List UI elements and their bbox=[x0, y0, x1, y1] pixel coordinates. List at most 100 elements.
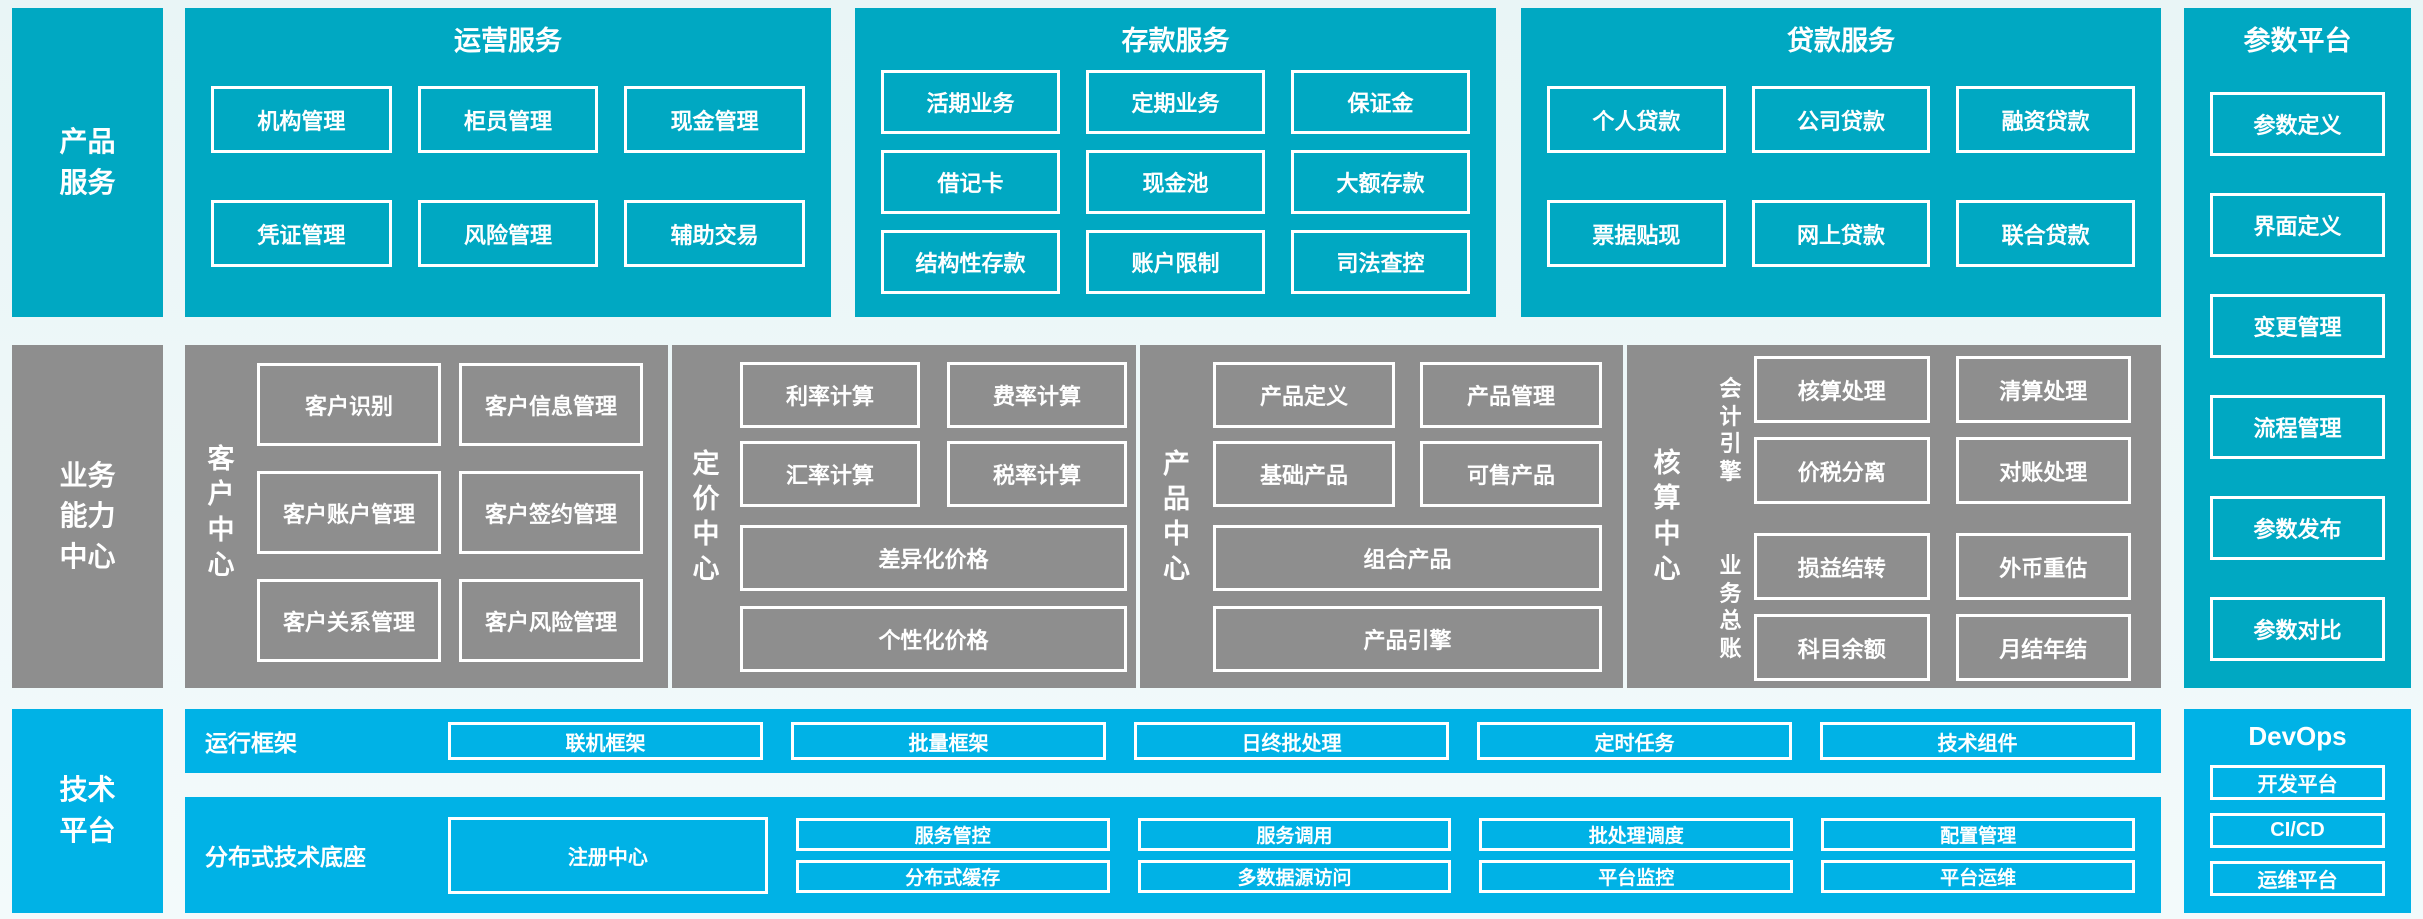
module-cell: 机构管理 bbox=[211, 86, 392, 153]
module-cell: 基础产品 bbox=[1213, 441, 1395, 507]
module-cell: 网上贷款 bbox=[1751, 200, 1931, 267]
module-cell: 借记卡 bbox=[881, 150, 1060, 214]
module-cell: 核算处理 bbox=[1754, 356, 1930, 423]
module-cell: 平台运维 bbox=[1821, 859, 2135, 893]
band-label-line: 业务 bbox=[59, 459, 116, 491]
module-cell: 司法查控 bbox=[1291, 230, 1470, 294]
module-cell: 平台监控 bbox=[1479, 859, 1794, 893]
module-cell: 参数发布 bbox=[2210, 496, 2385, 560]
band-label-line: 服务 bbox=[59, 166, 116, 198]
row-title: 运行框架 bbox=[205, 730, 297, 756]
module-cell: 差异化价格 bbox=[740, 525, 1127, 591]
module-cell: 外币重估 bbox=[1955, 533, 2131, 600]
module-cell: 客户识别 bbox=[257, 363, 441, 446]
module-cell: 价税分离 bbox=[1754, 437, 1930, 504]
module-cell: 客户关系管理 bbox=[257, 579, 441, 662]
module-cell: 运维平台 bbox=[2210, 861, 2385, 896]
module-cell: 界面定义 bbox=[2210, 193, 2385, 257]
block-title: 存款服务 bbox=[1121, 26, 1230, 56]
module-cell: 现金池 bbox=[1086, 150, 1265, 214]
center-vertical-label: 客户中心 bbox=[207, 444, 235, 580]
block-loan-services: 贷款服务 个人贷款 公司贷款 融资贷款 票据贴现 网上贷款 联合贷款 bbox=[1521, 8, 2161, 317]
module-cell: 客户签约管理 bbox=[459, 471, 643, 554]
module-cell: 客户账户管理 bbox=[257, 471, 441, 554]
block-parameter-platform: 参数平台 参数定义 界面定义 变更管理 流程管理 参数发布 参数对比 bbox=[2184, 8, 2411, 688]
band-label-line: 中心 bbox=[59, 540, 116, 572]
band-label-business-capability-center: 业务 能力 中心 bbox=[12, 345, 163, 688]
module-cell: 融资贷款 bbox=[1956, 86, 2135, 153]
row-title: 分布式技术底座 bbox=[205, 844, 366, 870]
module-cell: 大额存款 bbox=[1291, 150, 1470, 214]
module-cell: 参数对比 bbox=[2210, 597, 2385, 661]
module-cell: 损益结转 bbox=[1754, 533, 1930, 600]
block-devops: DevOps 开发平台 CI/CD 运维平台 bbox=[2184, 709, 2411, 913]
module-cell: 柜员管理 bbox=[417, 86, 599, 153]
block-customer-center: 客户中心 客户识别 客户信息管理 客户账户管理 客户签约管理 客户关系管理 客户… bbox=[185, 345, 668, 688]
module-cell: 科目余额 bbox=[1754, 614, 1930, 681]
module-cell: 参数定义 bbox=[2210, 92, 2385, 156]
module-cell: 变更管理 bbox=[2210, 294, 2385, 358]
module-cell: 客户信息管理 bbox=[459, 363, 643, 446]
module-cell: 定期业务 bbox=[1086, 70, 1265, 134]
module-cell: 公司贷款 bbox=[1751, 86, 1931, 153]
module-cell: 利率计算 bbox=[740, 362, 920, 428]
module-cell: 服务调用 bbox=[1137, 817, 1452, 851]
module-cell: 票据贴现 bbox=[1547, 200, 1726, 267]
block-runtime-framework: 运行框架 联机框架 批量框架 日终批处理 定时任务 技术组件 bbox=[185, 709, 2161, 773]
block-title: 贷款服务 bbox=[1787, 26, 1895, 56]
module-cell: 账户限制 bbox=[1086, 230, 1265, 294]
module-cell: 组合产品 bbox=[1213, 525, 1602, 591]
module-cell: 分布式缓存 bbox=[795, 859, 1110, 893]
subgroup-vertical-label: 会计引擎 bbox=[1719, 376, 1742, 484]
module-cell: 可售产品 bbox=[1420, 441, 1602, 507]
module-cell: 风险管理 bbox=[417, 200, 599, 267]
module-cell: 清算处理 bbox=[1955, 356, 2131, 423]
block-pricing-center: 定价中心 利率计算 费率计算 汇率计算 税率计算 差异化价格 个性化价格 bbox=[672, 345, 1136, 688]
module-cell: 产品定义 bbox=[1213, 362, 1395, 428]
center-vertical-label: 核算中心 bbox=[1653, 448, 1681, 584]
band-label-tech-platform: 技术 平台 bbox=[12, 709, 163, 913]
module-cell: 定时任务 bbox=[1477, 722, 1792, 760]
module-cell: 技术组件 bbox=[1820, 722, 2135, 760]
module-cell: CI/CD bbox=[2210, 813, 2385, 848]
block-accounting-center: 核算中心 会计引擎 核算处理 清算处理 价税分离 对账处理 业务总账 损 bbox=[1627, 345, 2161, 688]
module-cell: 活期业务 bbox=[881, 70, 1060, 134]
module-cell: 现金管理 bbox=[624, 86, 805, 153]
band-label-line: 产品 bbox=[59, 125, 116, 157]
module-cell: 个人贷款 bbox=[1547, 86, 1726, 153]
subgroup-vertical-label: 业务总账 bbox=[1719, 553, 1742, 661]
module-cell: 辅助交易 bbox=[624, 200, 805, 267]
band-label-line: 平台 bbox=[59, 815, 116, 846]
block-deposit-services: 存款服务 活期业务 定期业务 保证金 借记卡 现金池 大额存款 结构性存款 账户… bbox=[855, 8, 1496, 317]
block-title: 参数平台 bbox=[2243, 26, 2352, 56]
module-cell: 开发平台 bbox=[2210, 765, 2385, 800]
module-cell: 结构性存款 bbox=[881, 230, 1060, 294]
center-vertical-label: 产品中心 bbox=[1163, 448, 1190, 585]
module-cell: 汇率计算 bbox=[740, 441, 920, 507]
band-label-line: 能力 bbox=[59, 500, 116, 532]
block-operations-services: 运营服务 机构管理 柜员管理 现金管理 凭证管理 风险管理 辅助交易 bbox=[185, 8, 831, 317]
module-cell: 流程管理 bbox=[2210, 395, 2385, 459]
module-cell: 注册中心 bbox=[448, 816, 768, 894]
module-cell: 联合贷款 bbox=[1956, 200, 2135, 267]
block-title: DevOps bbox=[2248, 721, 2347, 751]
module-cell: 服务管控 bbox=[795, 817, 1110, 851]
module-cell: 联机框架 bbox=[448, 722, 763, 760]
module-cell: 月结年结 bbox=[1955, 614, 2131, 681]
module-cell: 客户风险管理 bbox=[459, 579, 643, 662]
module-cell: 批量框架 bbox=[791, 722, 1106, 760]
band-label-product-services: 产品 服务 bbox=[12, 8, 163, 317]
block-title: 运营服务 bbox=[454, 26, 562, 56]
module-cell: 多数据源访问 bbox=[1137, 859, 1452, 893]
module-cell: 产品引擎 bbox=[1213, 606, 1602, 672]
block-distributed-tech-base: 分布式技术底座 注册中心 服务管控 分布式缓存 服务调用 多数据源访问 批处理调… bbox=[185, 797, 2161, 913]
center-vertical-label: 定价中心 bbox=[692, 448, 720, 585]
module-cell: 税率计算 bbox=[947, 441, 1127, 507]
module-cell: 产品管理 bbox=[1420, 362, 1602, 428]
module-cell: 保证金 bbox=[1291, 70, 1470, 134]
module-cell: 费率计算 bbox=[947, 362, 1127, 428]
module-cell: 对账处理 bbox=[1955, 437, 2131, 504]
module-cell: 配置管理 bbox=[1821, 817, 2135, 851]
block-product-center: 产品中心 产品定义 产品管理 基础产品 可售产品 组合产品 产品引擎 bbox=[1140, 345, 1623, 688]
